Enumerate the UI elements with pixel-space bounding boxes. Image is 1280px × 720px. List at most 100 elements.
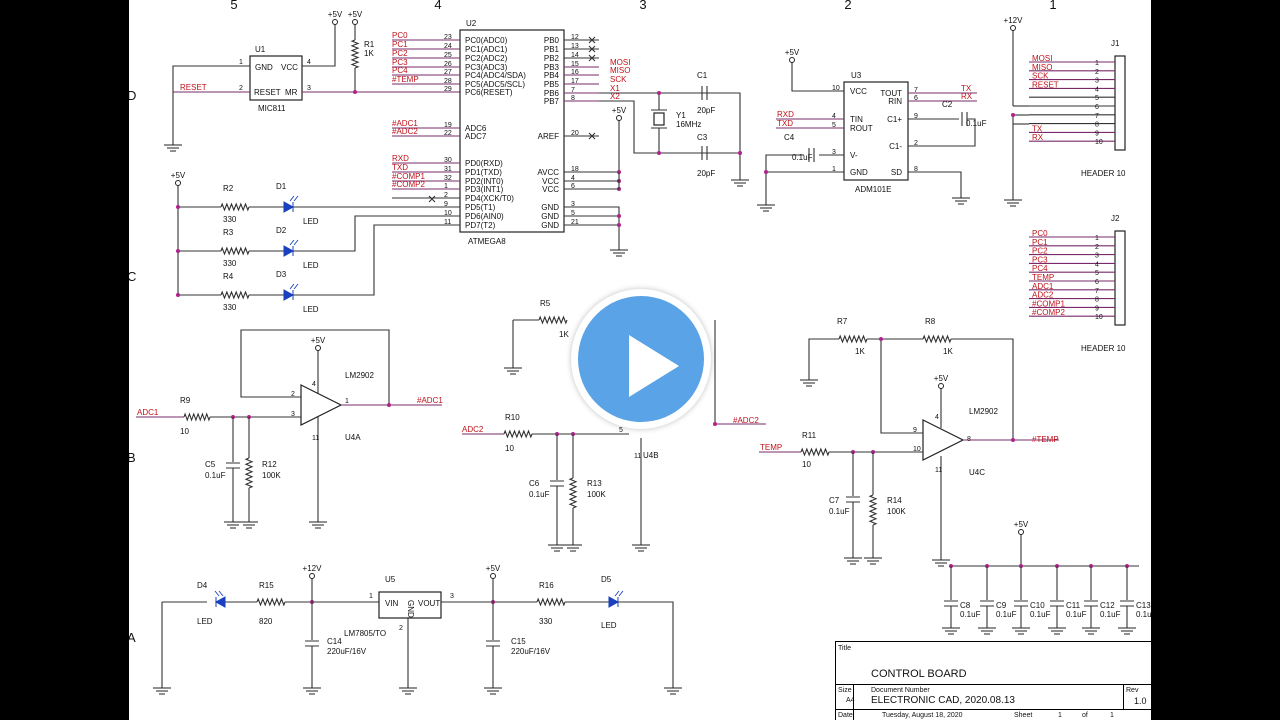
net-label: SCK — [610, 75, 627, 84]
pin-number: 10 — [444, 210, 452, 217]
ground-symbol — [548, 544, 566, 552]
pin-name: PB2 — [544, 54, 560, 63]
label: RESET — [254, 88, 281, 97]
ground-symbol — [309, 521, 327, 529]
value: 1K — [559, 330, 569, 339]
tb-divider — [853, 684, 854, 720]
resistor-symbol — [838, 334, 868, 344]
pin-number: 5 — [1095, 270, 1099, 277]
power-label: +5V — [328, 10, 343, 19]
wire — [880, 339, 923, 434]
resistor-symbol — [800, 447, 830, 457]
pin-name: ADC6 — [465, 124, 487, 133]
led-symbol — [283, 245, 295, 257]
power-label: +5V — [612, 106, 627, 115]
label: VIN — [385, 599, 399, 608]
ref-designator: C11 — [1066, 601, 1081, 610]
pin-name: SD — [891, 168, 902, 177]
sheet-total: 1 — [1110, 712, 1114, 719]
label: 1 — [345, 398, 349, 405]
rev-label: Rev — [1126, 687, 1139, 694]
junction-dot — [738, 151, 742, 155]
pin-number: 6 — [1095, 279, 1099, 286]
play-button[interactable] — [571, 289, 711, 429]
junction-dot — [713, 422, 717, 426]
power-port — [1018, 529, 1024, 535]
value: 330 — [223, 215, 237, 224]
junction-dot — [879, 337, 883, 341]
net-label: PC2 — [1032, 247, 1048, 256]
led-rays — [289, 239, 299, 246]
zone-marker: B — [129, 450, 136, 465]
wire — [302, 24, 336, 67]
power-label: +12V — [303, 564, 323, 573]
doc-row: Size A4 Document Number ELECTRONIC CAD, … — [836, 685, 1151, 710]
no-connect — [588, 54, 596, 62]
net-label: RXD — [777, 110, 794, 119]
junction-dot — [657, 91, 661, 95]
capacitor-symbol — [305, 640, 319, 647]
title-value: CONTROL BOARD — [871, 668, 967, 680]
ground-symbol — [1012, 627, 1030, 635]
zone-marker: 3 — [639, 0, 646, 12]
net-label: PC4 — [1032, 264, 1048, 273]
pin-number: 27 — [444, 69, 452, 76]
ground-symbol — [1082, 627, 1100, 635]
ref-designator: R9 — [180, 396, 191, 405]
capacitor-symbol — [701, 146, 708, 160]
ref-designator: R3 — [223, 228, 234, 237]
pin-number: 19 — [444, 122, 452, 129]
ref-designator: C13 — [1136, 601, 1151, 610]
net-label: PC4 — [392, 66, 408, 75]
pin-name: PD5(T1) — [465, 203, 496, 212]
junction-dot — [1011, 113, 1015, 117]
pin-number: 11 — [444, 219, 451, 226]
capacitor-symbol — [1084, 600, 1098, 607]
resistor-symbol — [220, 246, 250, 256]
net-label: ADC2 — [462, 425, 484, 434]
pin-number: 1 — [1095, 235, 1099, 242]
part-name: HEADER 10 — [1081, 169, 1126, 178]
label: 4 — [312, 381, 316, 388]
opamp-u4c — [922, 419, 965, 461]
value: 330 — [223, 259, 237, 268]
capacitor-symbol — [550, 480, 564, 487]
power-label: +5V — [486, 564, 501, 573]
resistor-symbol — [536, 597, 566, 607]
pin-number: 5 — [571, 210, 575, 217]
wire — [791, 62, 844, 92]
part-name: HEADER 10 — [1081, 344, 1126, 353]
net-label: RXD — [392, 154, 409, 163]
net-label: TEMP — [760, 443, 782, 452]
pin-number: 26 — [444, 61, 452, 68]
ref-designator: U4A — [345, 433, 361, 442]
net-label: PC3 — [392, 58, 408, 67]
resistor-symbol — [538, 315, 568, 325]
pin-number: 25 — [444, 52, 452, 59]
ground-symbol — [164, 144, 182, 152]
pin-number: 4 — [571, 175, 575, 182]
ref-designator: R5 — [540, 299, 551, 308]
pin-number: 3 — [1095, 78, 1099, 85]
value: 100K — [587, 490, 606, 499]
part-name: ATMEGA8 — [468, 237, 506, 246]
power-port — [789, 57, 795, 63]
label: 11 — [935, 467, 942, 474]
value: 0.1uF — [205, 471, 226, 480]
power-port — [315, 345, 321, 351]
ref-designator: Y1 — [676, 111, 686, 120]
label: 10 — [913, 446, 921, 453]
net-label: PC2 — [392, 49, 408, 58]
ref-designator: D1 — [276, 182, 287, 191]
zone-marker: 2 — [844, 0, 851, 12]
play-button-face[interactable] — [578, 296, 704, 422]
led-symbol — [283, 289, 295, 301]
pin-name: PB5 — [544, 80, 560, 89]
power-port — [1010, 25, 1016, 31]
pin-number: 8 — [1095, 297, 1099, 304]
title-row: Title CONTROL BOARD — [836, 642, 1151, 685]
opamp-u4a — [300, 384, 343, 426]
pin-number: 9 — [914, 113, 918, 120]
wire — [714, 320, 766, 425]
